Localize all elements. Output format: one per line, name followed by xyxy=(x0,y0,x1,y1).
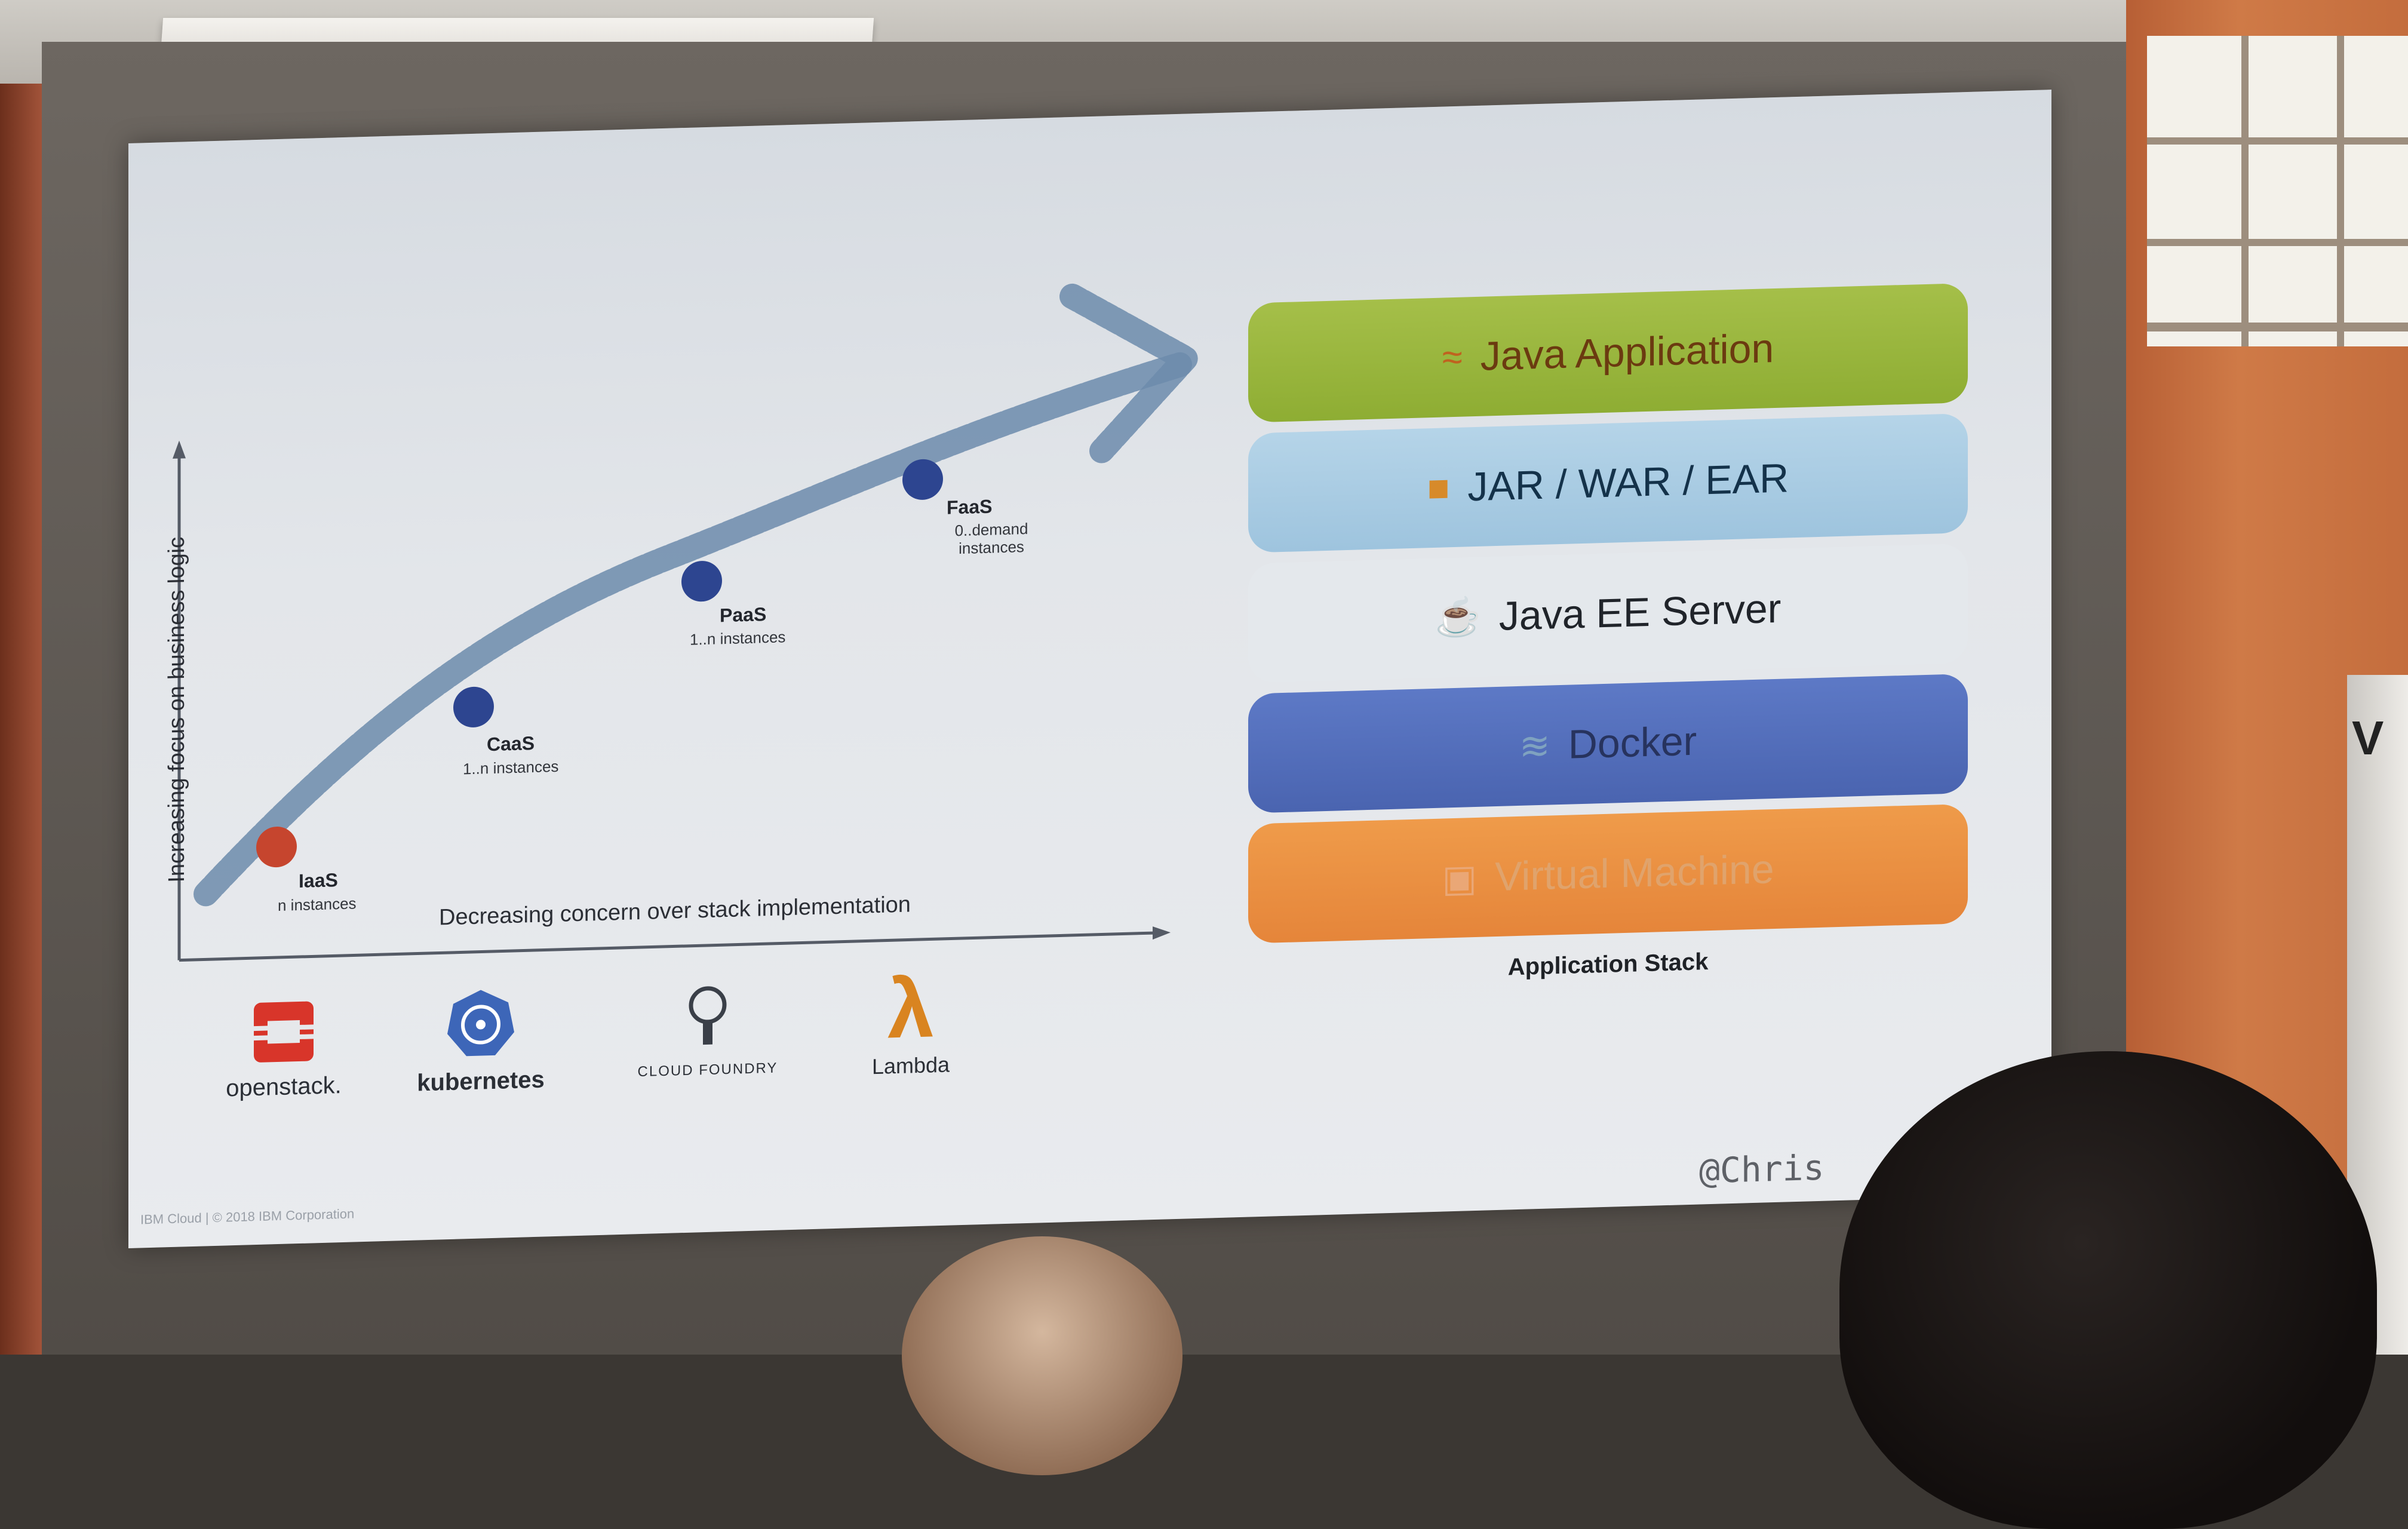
logo-label: Lambda xyxy=(871,1052,950,1079)
y-axis-arrow-icon xyxy=(173,440,186,459)
stage-sub-caas: 1..n instances xyxy=(463,757,559,778)
stack-layer-docker: ≋ Docker xyxy=(1248,673,1968,813)
audience-head-right xyxy=(1839,1051,2377,1529)
x-axis xyxy=(179,931,1156,962)
window xyxy=(2147,36,2408,346)
banner-text: V xyxy=(2352,711,2384,764)
logo-kubernetes: kubernetes xyxy=(409,985,552,1097)
evolution-chart xyxy=(173,283,1198,962)
stage-label-caas: CaaS xyxy=(487,732,535,756)
logo-lambda: λ Lambda xyxy=(851,960,970,1080)
stage-point-iaas xyxy=(256,827,297,868)
growth-arrow xyxy=(194,352,1192,907)
vm-icon: ▣ xyxy=(1442,857,1478,900)
logo-label: kubernetes xyxy=(417,1066,545,1097)
stack-layer-java-application: ≈ Java Application xyxy=(1248,283,1968,423)
stage-sub-paas: 1..n instances xyxy=(690,628,786,649)
docker-whale-icon: ≋ xyxy=(1519,724,1550,767)
stage-point-faas xyxy=(902,459,943,500)
logo-openstack: openstack. xyxy=(218,997,349,1103)
layer-label: JAR / WAR / EAR xyxy=(1467,455,1789,510)
cloudfoundry-bulb-icon xyxy=(689,986,727,1045)
stage-label-faas: FaaS xyxy=(947,495,993,518)
layer-label: Java EE Server xyxy=(1498,585,1782,639)
stack-layer-javaee-server: ☕ Java EE Server xyxy=(1248,543,1968,683)
stage-label-paas: PaaS xyxy=(720,603,767,627)
growth-arrowhead-icon xyxy=(1059,283,1198,463)
stack-layer-virtual-machine: ▣ Virtual Machine xyxy=(1248,803,1968,944)
stage-sub-iaas: n instances xyxy=(278,894,357,915)
slide: Increasing focus on business logic Decre… xyxy=(128,90,2051,1248)
kubernetes-wheel-icon xyxy=(447,990,514,1057)
audience-head-left xyxy=(902,1236,1182,1475)
x-axis-arrow-icon xyxy=(1153,926,1171,940)
stack-caption: Application Stack xyxy=(1507,948,1709,981)
lambda-icon: λ xyxy=(887,960,934,1056)
openstack-icon xyxy=(254,1001,314,1063)
layer-label: Virtual Machine xyxy=(1495,846,1774,900)
y-axis-label: Increasing focus on business logic xyxy=(164,536,189,883)
stack-layer-jar-war-ear: ■ JAR / WAR / EAR xyxy=(1248,413,1968,553)
stage-point-paas xyxy=(681,561,722,602)
application-stack: ≈ Java Application ■ JAR / WAR / EAR ☕ J… xyxy=(1248,283,1968,988)
footer-copyright: IBM Cloud | © 2018 IBM Corporation xyxy=(140,1206,355,1227)
layer-label: Docker xyxy=(1568,718,1697,767)
logo-label: openstack. xyxy=(226,1072,342,1102)
package-icon: ■ xyxy=(1427,466,1450,509)
java-cup-icon: ☕ xyxy=(1435,596,1481,639)
layer-label: Java Application xyxy=(1480,326,1774,379)
stage-sub-faas: 0..demand instances xyxy=(954,519,1028,558)
logo-label: CLOUD FOUNDRY xyxy=(637,1060,778,1080)
stage-label-iaas: IaaS xyxy=(299,869,338,892)
java-flame-icon: ≈ xyxy=(1442,336,1463,379)
author-handle: @Chris xyxy=(1699,1147,1825,1192)
logo-cloudfoundry: CLOUD FOUNDRY xyxy=(630,979,785,1080)
stage-point-caas xyxy=(453,686,494,727)
